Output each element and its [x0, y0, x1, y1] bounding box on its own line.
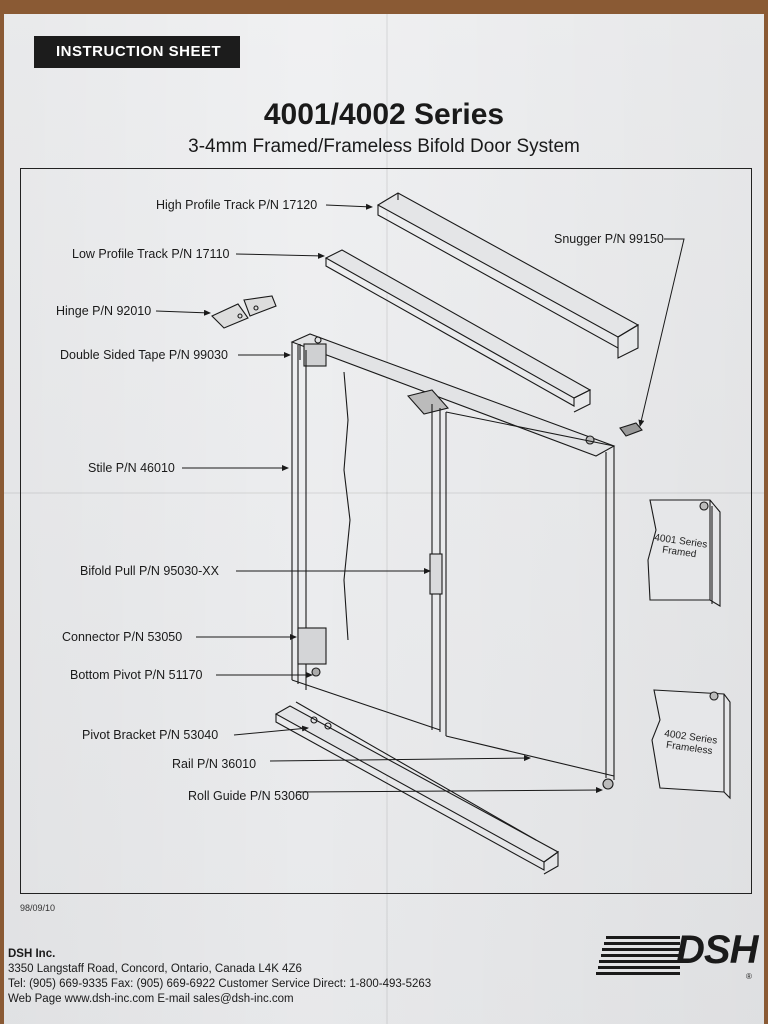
instruction-sheet-badge: Instruction Sheet	[34, 36, 240, 68]
label-bifold-pull: Bifold Pull P/N 95030-XX	[80, 564, 219, 578]
label-pivot-bracket: Pivot Bracket P/N 53040	[82, 728, 219, 742]
snugger-drawing	[619, 422, 643, 437]
low-profile-track-drawing	[324, 249, 592, 413]
page-title: 4001/4002 Series	[263, 98, 505, 131]
paper-fold-vertical	[386, 14, 388, 1024]
dsh-logo: DSH	[676, 928, 758, 972]
door-top-rail	[290, 333, 616, 457]
company-address: 3350 Langstaff Road, Concord, Ontario, C…	[8, 963, 302, 975]
label-connector: Connector P/N 53050	[62, 630, 183, 644]
inset-framed-drawing	[647, 499, 721, 607]
revision-date: 98/09/10	[20, 903, 56, 913]
company-phone: Tel: (905) 669-9335 Fax: (905) 669-6922 …	[8, 978, 432, 990]
label-rail: Rail P/N 36010	[172, 757, 257, 771]
label-roll-guide: Roll Guide P/N 53060	[188, 789, 309, 803]
label-low-profile-track: Low Profile Track P/N 17110	[72, 247, 230, 261]
instruction-sheet	[4, 14, 764, 1024]
hinge-drawing	[211, 295, 277, 329]
company-web: Web Page www.dsh-inc.com E-mail sales@ds…	[8, 993, 294, 1005]
label-snugger: Snugger P/N 99150	[554, 232, 664, 246]
page-subtitle: 3-4mm Framed/Frameless Bifold Door Syste…	[188, 136, 580, 157]
diagram-frame	[20, 168, 752, 894]
left-door-panel	[291, 342, 443, 732]
dsh-logo-stripes-icon	[596, 936, 680, 975]
label-stile: Stile P/N 46010	[88, 461, 175, 475]
company-name: DSH Inc.	[8, 948, 56, 960]
right-door-panel	[445, 411, 615, 790]
high-profile-track-drawing	[376, 192, 640, 359]
label-double-sided-tape: Double Sided Tape P/N 99030	[60, 348, 228, 362]
leader-lines	[155, 203, 685, 794]
label-hinge: Hinge P/N 92010	[56, 304, 152, 318]
registered-mark: ®	[746, 972, 752, 981]
paper-fold-horizontal	[4, 492, 764, 494]
inset-frameless-drawing	[651, 689, 731, 800]
label-high-profile-track: High Profile Track P/N 17120	[156, 198, 318, 212]
bottom-rail-drawing	[274, 701, 560, 875]
label-bottom-pivot: Bottom Pivot P/N 51170	[70, 668, 203, 682]
